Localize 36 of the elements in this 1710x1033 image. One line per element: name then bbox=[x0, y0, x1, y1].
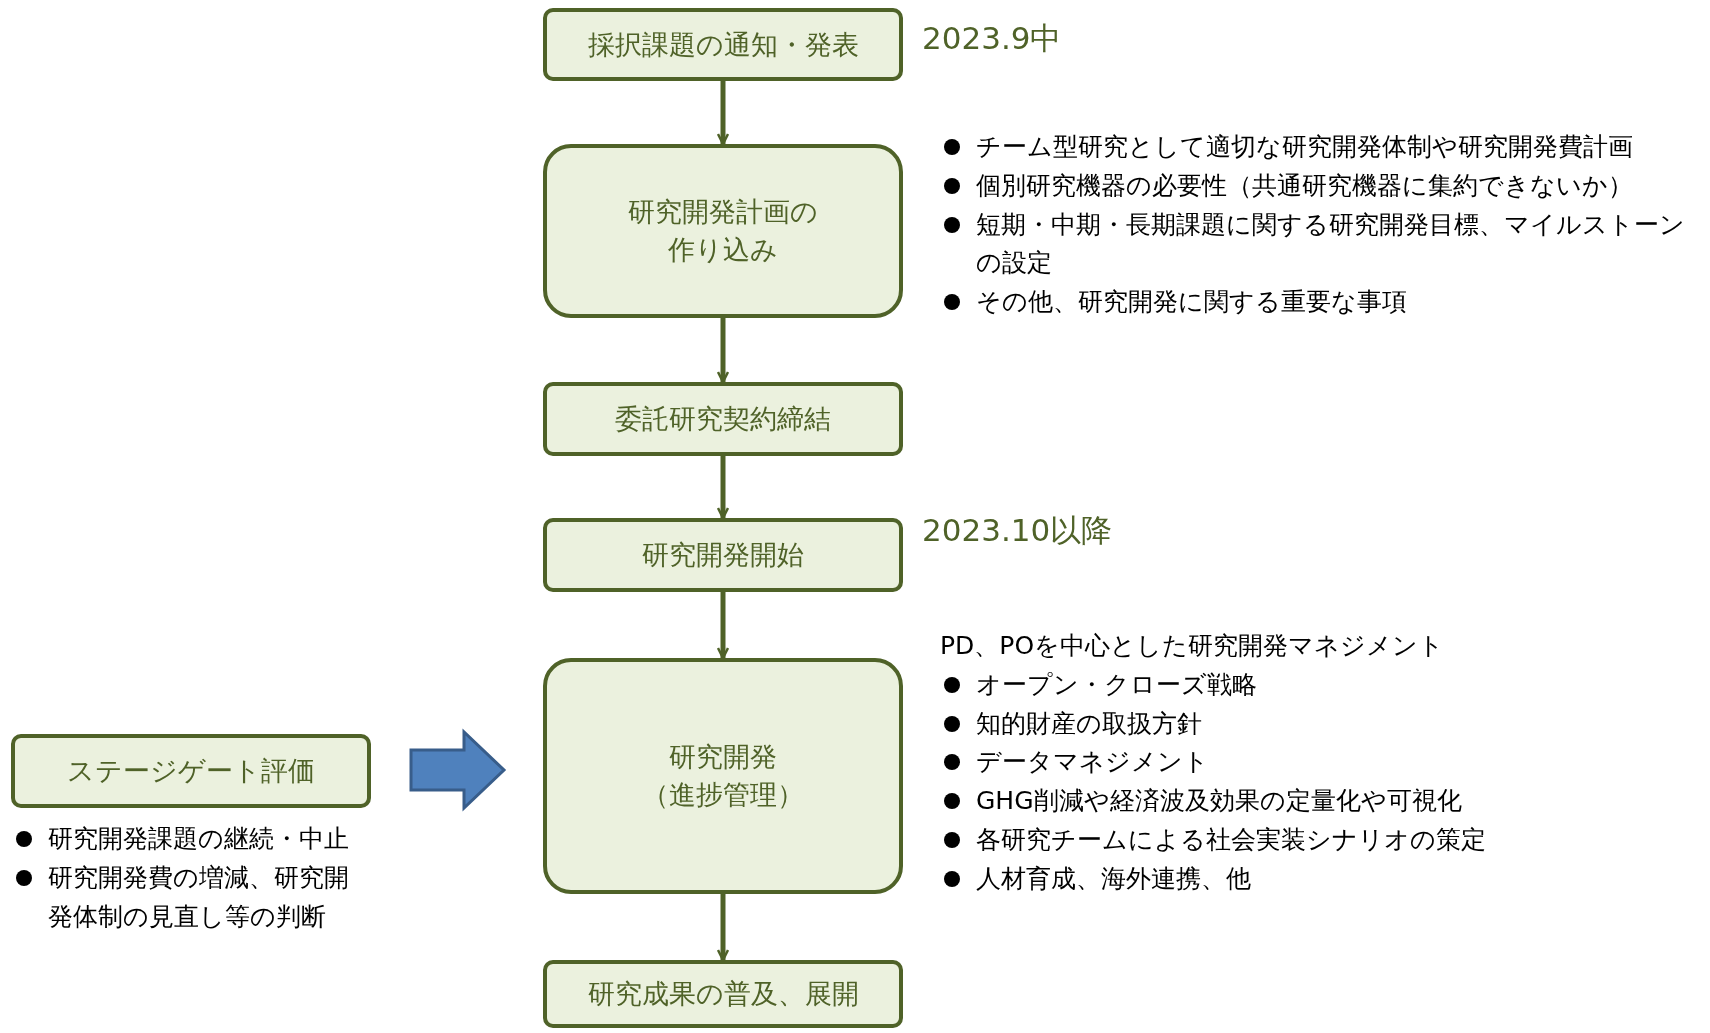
box-label: 採択課題の通知・発表 bbox=[587, 27, 859, 62]
box-label: （進捗管理） bbox=[642, 778, 804, 812]
arrow bbox=[716, 894, 730, 962]
process-box bbox=[543, 518, 903, 592]
process-box bbox=[543, 658, 903, 894]
bullet-item: GHG削減や経済波及効果の定量化や可視化 bbox=[940, 782, 1700, 821]
date-label: 2023.9中 bbox=[922, 19, 1062, 58]
process-box bbox=[543, 960, 903, 1028]
process-box bbox=[11, 734, 371, 808]
bullet-item: チーム型研究として適切な研究開発体制や研究開発費計画 bbox=[940, 128, 1700, 167]
box-label: 研究開発計画の作り込み bbox=[627, 195, 819, 267]
box-label: 研究成果の普及、展開 bbox=[587, 977, 859, 1012]
arrow bbox=[716, 456, 730, 520]
list-heading: PD、POを中心とした研究開発マネジメント bbox=[940, 630, 1446, 662]
bullet-item: その他、研究開発に関する重要な事項 bbox=[940, 283, 1700, 322]
bullet-item: 人材育成、海外連携、他 bbox=[940, 859, 1700, 899]
bullet-item: 研究開発費の増減、研究開発体制の見直し等の判断 bbox=[12, 858, 362, 937]
box-label: ステージゲート評価 bbox=[67, 754, 315, 789]
bullet-item: 研究開発課題の継続・中止 bbox=[12, 820, 362, 859]
process-box bbox=[543, 144, 903, 318]
process-box bbox=[543, 382, 903, 456]
box-label: 委託研究契約締結 bbox=[615, 402, 831, 437]
bullet-item: 短期・中期・長期課題に関する研究開発目標、マイルストーンの設定 bbox=[940, 205, 1700, 283]
bullet-item: 各研究チームによる社会実装シナリオの策定 bbox=[940, 820, 1700, 860]
arrow bbox=[716, 318, 730, 384]
bullet-item: 知的財産の取扱方針 bbox=[940, 704, 1700, 744]
date-label: 2023.10以降 bbox=[922, 511, 1113, 550]
arrow bbox=[716, 81, 730, 146]
process-box bbox=[543, 8, 903, 81]
arrow bbox=[716, 592, 730, 660]
bullet-item: オープン・クローズ戦略 bbox=[940, 665, 1700, 705]
box-label: 研究開発 bbox=[669, 740, 777, 775]
bullet-item: データマネジメント bbox=[940, 743, 1700, 782]
box-label: 研究開発開始 bbox=[642, 538, 804, 573]
block-arrow bbox=[409, 728, 507, 812]
bullet-item: 個別研究機器の必要性（共通研究機器に集約できないか） bbox=[940, 166, 1700, 206]
